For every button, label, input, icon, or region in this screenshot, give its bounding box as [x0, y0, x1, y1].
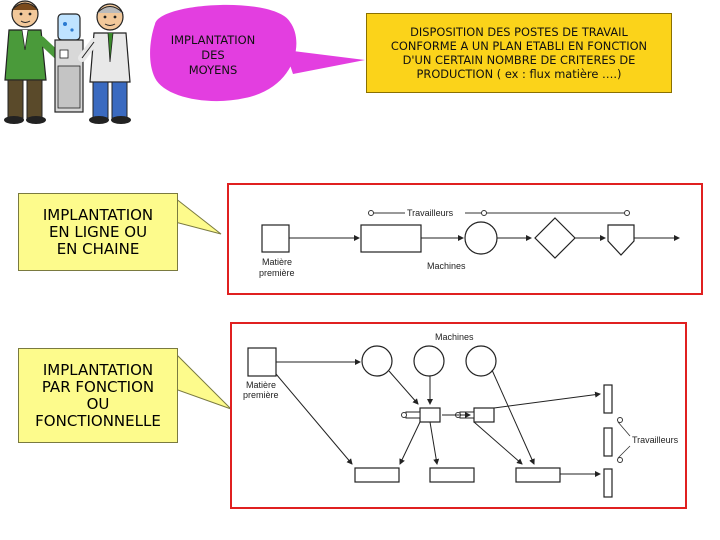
machines-label: Machines	[427, 261, 466, 271]
worker-post-3	[603, 468, 613, 498]
machine-rect-bottom-3	[515, 467, 561, 483]
machines-label-fn: Machines	[435, 332, 474, 342]
speech-bubble-text: IMPLANTATION DES MOYENS	[170, 33, 256, 77]
man-right-figure	[78, 3, 131, 124]
callout-function-implantation: IMPLANTATION PAR FONCTION OU FONCTIONNEL…	[18, 348, 178, 443]
callout-function-text: IMPLANTATION PAR FONCTION OU FONCTIONNEL…	[35, 360, 161, 430]
worker-post-1	[603, 384, 613, 414]
machine-rectangle	[360, 224, 422, 253]
diagram-line-svg: Travailleurs Matière première Machines	[259, 205, 680, 278]
matiere-premiere-box	[261, 224, 290, 253]
worker-post-2	[603, 427, 613, 457]
speech-bubble-shape	[150, 4, 365, 102]
machine-circle-1	[361, 345, 393, 377]
callout-line-text: IMPLANTATION EN LIGNE OU EN CHAINE	[42, 205, 154, 258]
machine-circle	[464, 221, 498, 255]
callout-function-pointer	[175, 352, 232, 410]
matiere-label-fn-line1: Matière	[246, 380, 276, 390]
travailleurs-label-fn: Travailleurs	[632, 435, 679, 445]
diagram-function-panel: Machines Matière première Travailleurs	[230, 322, 687, 509]
machine-small-box-2	[473, 407, 495, 423]
matiere-label-line2: première	[259, 268, 295, 278]
machine-rect-bottom-1	[354, 467, 400, 483]
two-men-at-water-cooler-clipart	[4, 0, 131, 124]
man-left-figure	[4, 0, 62, 124]
water-cooler-figure	[54, 13, 84, 113]
machine-pentagon	[607, 224, 635, 256]
matiere-premiere-box-fn	[247, 347, 277, 377]
machine-diamond	[534, 217, 576, 259]
matiere-label-fn-line2: première	[243, 390, 279, 400]
diagram-line-panel: Travailleurs Matière première Machines	[227, 183, 703, 295]
machine-circle-3	[465, 345, 497, 377]
travailleurs-label: Travailleurs	[407, 208, 454, 218]
machine-small-box-1	[419, 407, 441, 423]
callout-line-implantation: IMPLANTATION EN LIGNE OU EN CHAINE	[18, 193, 178, 271]
diagram-function-svg: Machines Matière première Travailleurs	[243, 332, 679, 498]
callout-line-pointer	[175, 197, 222, 235]
machine-circle-2	[413, 345, 445, 377]
header-definition-box: DISPOSITION DES POSTES DE TRAVAIL CONFOR…	[366, 13, 672, 93]
header-definition-text: DISPOSITION DES POSTES DE TRAVAIL CONFOR…	[390, 25, 648, 81]
machine-rect-bottom-2	[429, 467, 475, 483]
matiere-label-line1: Matière	[262, 257, 292, 267]
